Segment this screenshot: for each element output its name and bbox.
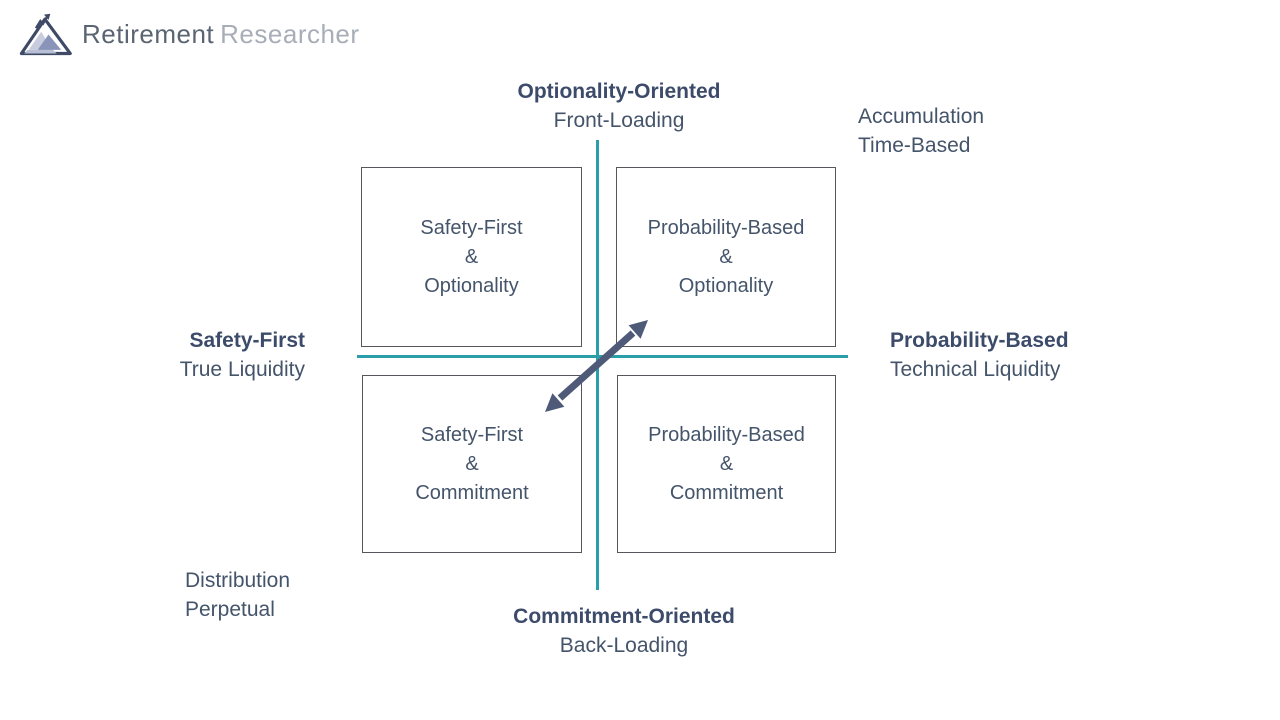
quadrant-text: Safety-First & Optionality: [420, 216, 523, 297]
axis-label-bottom: Commitment-Oriented Back-Loading: [424, 602, 824, 660]
axis-top-title: Optionality-Oriented: [517, 80, 721, 103]
axis-top-subtitle: Front-Loading: [553, 109, 685, 132]
corner-top-right-line2: Time-Based: [858, 134, 971, 157]
corner-bottom-left-line2: Perpetual: [185, 598, 275, 621]
quadrant-text: Safety-First & Commitment: [415, 423, 529, 504]
axis-right-title: Probability-Based: [890, 329, 1069, 352]
axis-right-subtitle: Technical Liquidity: [890, 358, 1061, 381]
axis-bottom-title: Commitment-Oriented: [513, 605, 735, 628]
corner-label-distribution: Distribution Perpetual: [185, 566, 290, 624]
corner-label-accumulation: Accumulation Time-Based: [858, 102, 984, 160]
brand-name-secondary: Researcher: [220, 19, 360, 49]
axis-label-top: Optionality-Oriented Front-Loading: [419, 77, 819, 135]
double-arrow-icon: [545, 320, 648, 412]
brand-name-primary: Retirement: [82, 19, 215, 49]
mountain-chart-logo-icon: [16, 11, 72, 58]
quadrant-probability-based-optionality: Probability-Based & Optionality: [616, 167, 836, 347]
quadrant-safety-first-optionality: Safety-First & Optionality: [361, 167, 582, 347]
axis-left-subtitle: True Liquidity: [179, 358, 305, 381]
axis-bottom-subtitle: Back-Loading: [559, 634, 689, 657]
axis-left-title: Safety-First: [189, 329, 305, 352]
quadrant-probability-based-commitment: Probability-Based & Commitment: [617, 375, 836, 553]
axis-label-right: Probability-Based Technical Liquidity: [890, 326, 1130, 384]
axis-label-left: Safety-First True Liquidity: [85, 326, 305, 384]
quadrant-text: Probability-Based & Optionality: [647, 216, 805, 297]
quadrant-text: Probability-Based & Commitment: [648, 423, 805, 504]
corner-bottom-left-line1: Distribution: [185, 569, 291, 592]
corner-top-right-line1: Accumulation: [858, 105, 985, 128]
quadrant-safety-first-commitment: Safety-First & Commitment: [362, 375, 582, 553]
